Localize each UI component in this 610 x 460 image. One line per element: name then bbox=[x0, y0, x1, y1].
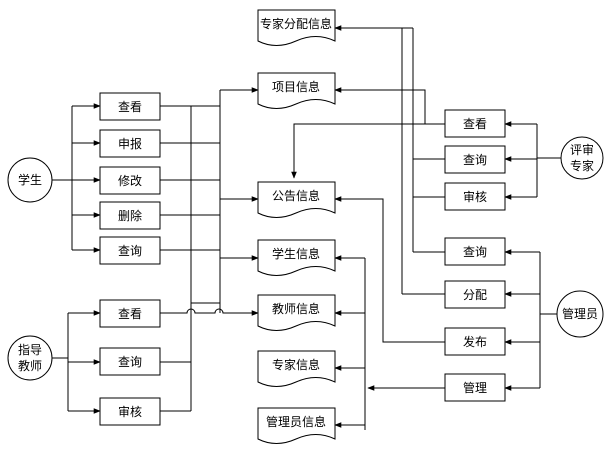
teacher-action-review-label: 审核 bbox=[118, 404, 142, 419]
admin-action-query: 查询 bbox=[444, 237, 506, 266]
actor-teacher: 指导 教师 bbox=[7, 335, 53, 381]
actor-admin-label: 管理员 bbox=[562, 306, 598, 321]
admin-action-publish-label: 发布 bbox=[463, 334, 487, 349]
doc-admin-label: 管理员信息 bbox=[266, 414, 326, 429]
doc-student: 学生信息 bbox=[257, 239, 336, 276]
admin-action-publish: 发布 bbox=[444, 327, 506, 356]
actor-expert: 评审 专家 bbox=[560, 136, 604, 180]
doc-expert: 专家信息 bbox=[257, 350, 336, 387]
doc-expert-assignment: 专家分配信息 bbox=[257, 9, 336, 46]
doc-announcement: 公告信息 bbox=[257, 181, 336, 218]
admin-action-query-label: 查询 bbox=[463, 245, 487, 259]
doc-expert-assignment-label: 专家分配信息 bbox=[260, 16, 332, 31]
doc-expert-label: 专家信息 bbox=[272, 357, 320, 372]
expert-action-query: 查询 bbox=[444, 145, 506, 174]
doc-teacher: 教师信息 bbox=[257, 294, 336, 331]
expert-action-view-label: 查看 bbox=[463, 117, 487, 131]
student-action-query-label: 查询 bbox=[118, 244, 142, 258]
expert-action-review-label: 审核 bbox=[463, 189, 487, 204]
student-action-view: 查看 bbox=[99, 92, 161, 121]
actor-admin: 管理员 bbox=[556, 290, 604, 338]
actor-student: 学生 bbox=[7, 157, 53, 203]
connectors bbox=[52, 25, 562, 430]
admin-action-manage-label: 管理 bbox=[463, 380, 487, 395]
teacher-action-view: 查看 bbox=[99, 299, 161, 328]
student-action-delete: 删除 bbox=[99, 201, 161, 230]
actor-expert-label-2: 专家 bbox=[570, 158, 594, 173]
teacher-action-view-label: 查看 bbox=[118, 307, 142, 321]
doc-project-label: 项目信息 bbox=[272, 79, 320, 94]
student-action-declare: 申报 bbox=[99, 129, 161, 158]
teacher-action-query: 查询 bbox=[99, 347, 161, 376]
doc-announcement-label: 公告信息 bbox=[272, 188, 320, 203]
teacher-action-review: 审核 bbox=[99, 397, 161, 426]
doc-project: 项目信息 bbox=[257, 72, 336, 109]
doc-student-label: 学生信息 bbox=[272, 246, 320, 261]
admin-action-assign: 分配 bbox=[444, 280, 506, 309]
admin-action-assign-label: 分配 bbox=[463, 288, 487, 302]
teacher-action-query-label: 查询 bbox=[118, 355, 142, 369]
student-action-view-label: 查看 bbox=[118, 100, 142, 114]
doc-admin: 管理员信息 bbox=[257, 407, 336, 444]
expert-action-review: 审核 bbox=[444, 182, 506, 211]
student-action-declare-label: 申报 bbox=[118, 136, 142, 151]
actor-teacher-label-2: 教师 bbox=[18, 358, 42, 373]
student-action-delete-label: 删除 bbox=[118, 208, 142, 223]
admin-action-manage: 管理 bbox=[444, 373, 506, 402]
actor-student-label: 学生 bbox=[18, 172, 42, 187]
doc-teacher-label: 教师信息 bbox=[272, 301, 320, 316]
student-action-query: 查询 bbox=[99, 236, 161, 265]
student-action-modify: 修改 bbox=[99, 166, 161, 195]
expert-action-view: 查看 bbox=[444, 109, 506, 138]
actor-teacher-label-1: 指导 bbox=[18, 342, 42, 357]
expert-action-query-label: 查询 bbox=[463, 153, 487, 167]
actor-expert-label-1: 评审 bbox=[570, 142, 594, 157]
student-action-modify-label: 修改 bbox=[118, 173, 142, 188]
